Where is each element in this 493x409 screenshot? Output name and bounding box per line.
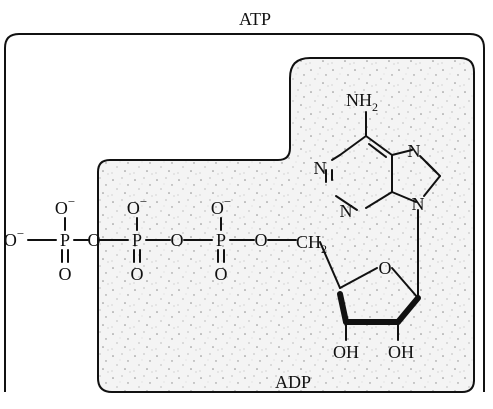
atp-label: ATP — [239, 9, 271, 29]
ribose-sugar: O CH2 OH OH — [296, 232, 421, 362]
amine-group: NH2 — [346, 90, 378, 114]
gamma-phosphorus: P — [60, 230, 70, 250]
n1-atom: N — [314, 158, 327, 178]
n3-atom: N — [340, 201, 353, 221]
beta-oxygen-bottom: O — [131, 264, 144, 284]
alpha-phosphorus: P — [216, 230, 226, 250]
terminal-oxygen: O− — [4, 226, 24, 250]
adenine-base: NH2 N N N N — [314, 90, 441, 299]
hydroxyl-3: OH — [388, 342, 414, 362]
bridge-oxygen-3: O — [255, 230, 268, 250]
bridge-oxygen-1: O — [88, 230, 101, 250]
adp-region — [97, 57, 475, 393]
ring-oxygen: O — [379, 258, 392, 278]
gamma-oxygen-bottom: O — [59, 264, 72, 284]
phosphate-chain: O− P O− O O P O− O O P O− O O — [4, 194, 297, 284]
bridge-oxygen-2: O — [171, 230, 184, 250]
adp-label: ADP — [275, 372, 311, 392]
beta-phosphorus: P — [132, 230, 142, 250]
hydroxyl-2: OH — [333, 342, 359, 362]
n7-atom: N — [408, 141, 421, 161]
alpha-oxygen-bottom: O — [215, 264, 228, 284]
n9-atom: N — [412, 194, 425, 214]
beta-oxygen-top: O− — [127, 194, 147, 218]
alpha-oxygen-top: O− — [211, 194, 231, 218]
gamma-oxygen-top: O− — [55, 194, 75, 218]
atp-frame — [4, 33, 485, 392]
methylene-group: CH2 — [296, 232, 327, 256]
